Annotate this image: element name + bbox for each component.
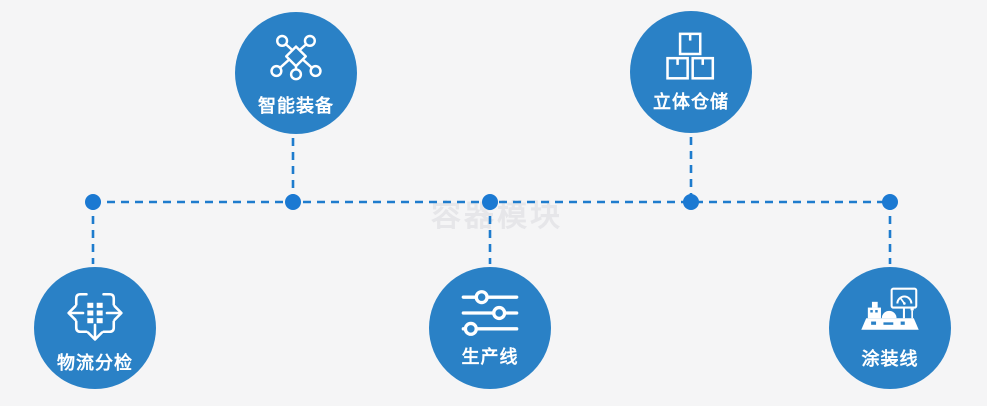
sliders-icon: [460, 289, 520, 340]
node-label: 涂装线: [861, 349, 919, 370]
node-label: 物流分检: [57, 352, 133, 374]
junction-dot: [285, 194, 301, 210]
node-painting-line: 涂装线: [829, 267, 951, 389]
network-nodes-icon: [265, 31, 327, 89]
node-label: 智能装备: [258, 95, 334, 117]
node-production-line: 生产线: [429, 267, 551, 389]
junction-dot: [683, 194, 699, 210]
junction-dot: [882, 194, 898, 210]
node-warehouse: 立体仓储: [630, 11, 752, 133]
stacked-boxes-icon: [665, 32, 717, 85]
machine-monitor-icon: [858, 287, 922, 342]
junction-dot: [85, 194, 101, 210]
node-label: 生产线: [461, 346, 519, 368]
node-logistics-sorting: 物流分检: [34, 267, 156, 389]
node-smart-equipment: 智能装备: [235, 12, 357, 134]
sort-arrows-icon: [66, 284, 124, 346]
node-label: 立体仓储: [653, 92, 729, 113]
junction-dot: [482, 194, 498, 210]
